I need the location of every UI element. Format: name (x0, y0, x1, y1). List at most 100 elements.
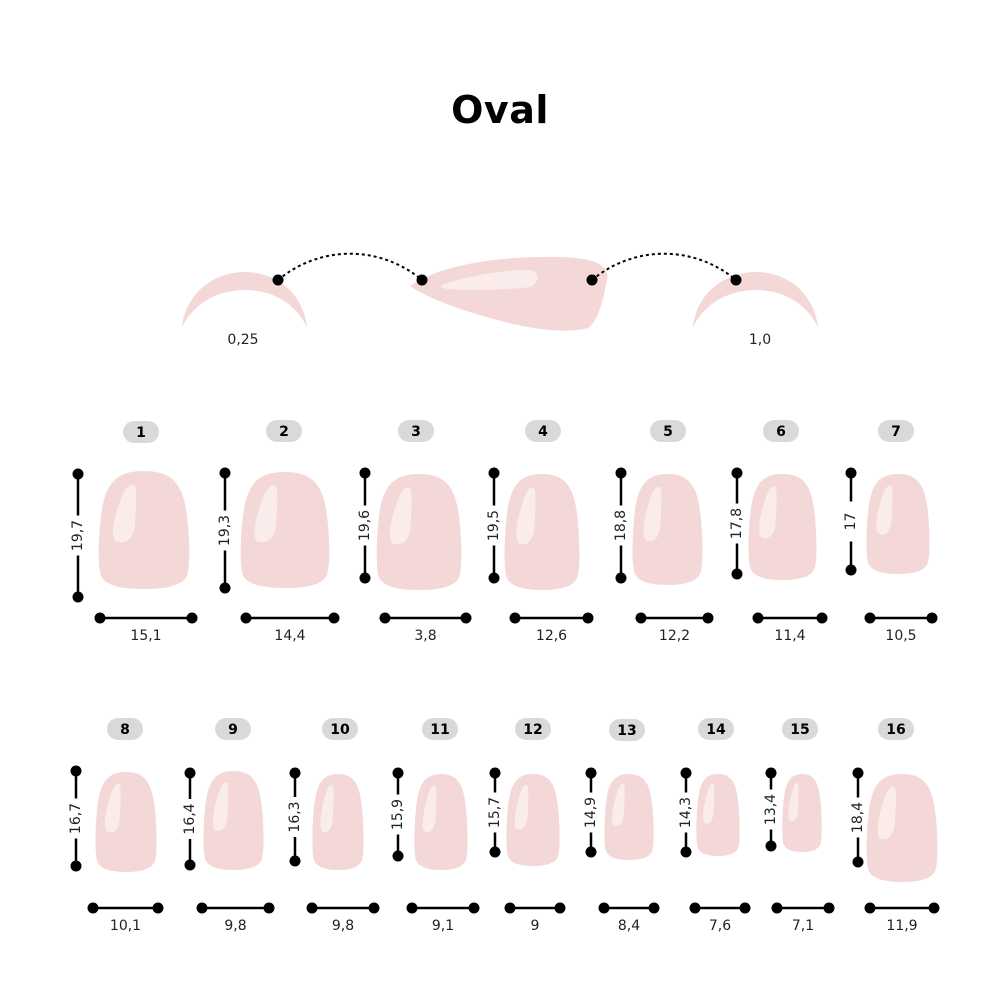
width-bar-end (689, 902, 701, 914)
nail-highlight (612, 783, 625, 827)
length-bar-end (219, 582, 231, 594)
width-bar-end (152, 902, 164, 914)
nail-highlight (703, 783, 715, 824)
width-bar-end (240, 612, 252, 624)
width-bar-end (368, 902, 380, 914)
width-bar-end (509, 612, 521, 624)
length-bar-end (488, 572, 500, 584)
nail-item: 319,63,8 (356, 420, 472, 644)
nail-item: 14 14,3 7,6 (677, 718, 751, 934)
length-label: 19,7 (70, 520, 86, 551)
nail-highlight (422, 784, 437, 833)
curvature-label-left: 0,25 (227, 332, 258, 348)
nail-shape (376, 474, 462, 590)
curvature-label-right: 1,0 (749, 332, 771, 348)
length-label: 18,4 (850, 802, 866, 833)
width-label: 15,1 (130, 628, 161, 644)
width-label: 8,4 (618, 918, 640, 934)
width-bar-end (864, 612, 876, 624)
width-bar-end (196, 902, 208, 914)
length-bar-end (70, 860, 82, 872)
width-bar-end (739, 902, 751, 914)
length-bar-end (184, 859, 196, 871)
nail-highlight (877, 786, 896, 840)
width-bar-end (752, 612, 764, 624)
length-bar-end (392, 767, 404, 779)
nail-item: 2 19,3 14,4 (216, 420, 340, 644)
nail-number: 3 (411, 424, 421, 440)
number-badge (609, 719, 645, 741)
length-bar-end (615, 572, 627, 584)
nail-number: 2 (279, 424, 289, 440)
width-bar-end (379, 612, 391, 624)
length-label: 16,4 (182, 803, 198, 834)
width-label: 11,9 (886, 918, 917, 934)
width-bar-end (864, 902, 876, 914)
width-label: 9,8 (224, 918, 246, 934)
length-label: 19,6 (357, 510, 373, 541)
width-label: 14,4 (274, 628, 305, 644)
number-badge (215, 718, 251, 740)
length-label: 14,9 (583, 797, 599, 828)
length-label: 14,3 (678, 797, 694, 828)
nail-size-grid: 119,715,1219,314,4319,63,8419,512,6518,8… (67, 420, 940, 934)
nail-shape (782, 774, 822, 852)
number-badge (650, 420, 686, 442)
width-bar-end (94, 612, 106, 624)
width-bar-end (635, 612, 647, 624)
width-label: 10,1 (110, 918, 141, 934)
length-bar-end (731, 568, 743, 580)
nail-item: 916,49,8 (181, 718, 275, 934)
number-badge (525, 420, 561, 442)
width-bar-end (554, 902, 566, 914)
nail-highlight (876, 485, 893, 535)
page-title: Oval (451, 88, 549, 132)
nail-number: 10 (330, 722, 350, 738)
nail-number: 8 (120, 722, 130, 738)
nail-number: 1 (136, 425, 146, 441)
length-label: 16,7 (68, 803, 84, 834)
number-badge (398, 420, 434, 442)
length-label: 19,3 (217, 515, 233, 546)
width-label: 7,6 (709, 918, 731, 934)
length-bar-end (289, 855, 301, 867)
width-label: 12,6 (536, 628, 567, 644)
number-badge (422, 718, 458, 740)
width-bar-end (186, 612, 198, 624)
nail-highlight (389, 487, 412, 545)
length-bar-end (489, 767, 501, 779)
length-bar-end (852, 767, 864, 779)
number-badge (515, 718, 551, 740)
width-label: 11,4 (774, 628, 805, 644)
width-bar-end (263, 902, 275, 914)
nail-shape (866, 474, 930, 574)
length-label: 17 (843, 513, 859, 531)
nail-shape (414, 774, 468, 870)
nail-shape (95, 772, 157, 872)
nail-number: 14 (706, 722, 726, 738)
nail-shape (312, 774, 364, 870)
length-bar-end (585, 767, 597, 779)
nail-item: 518,812,2 (612, 420, 714, 644)
nail-shape (203, 771, 264, 870)
number-badge (266, 420, 302, 442)
length-bar-end (392, 850, 404, 862)
nail-shape (866, 774, 938, 882)
nail-number: 4 (538, 424, 548, 440)
length-bar-end (72, 468, 84, 480)
nail-item: 617,811,4 (728, 420, 828, 644)
nail-item: 419,512,6 (485, 420, 594, 644)
length-bar-end (219, 467, 231, 479)
nail-number: 12 (523, 722, 542, 738)
nail-shape (696, 774, 740, 856)
nail-shape (504, 474, 580, 590)
nail-shape (748, 474, 817, 580)
nail-highlight (643, 486, 662, 542)
nail-side-highlight (441, 270, 538, 291)
length-bar-end (765, 840, 777, 852)
length-label: 15,7 (487, 797, 503, 828)
width-label: 7,1 (792, 918, 814, 934)
